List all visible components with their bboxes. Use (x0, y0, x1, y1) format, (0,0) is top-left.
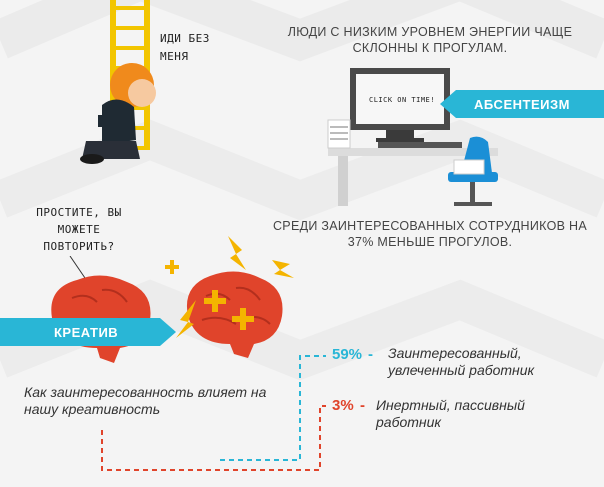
passive-percent: 3% (332, 397, 354, 414)
energized-brain-icon (165, 236, 294, 358)
absenteeism-ribbon: Абсентеизм (440, 90, 604, 118)
speech-text-creative: Простите, вы можете повторить? (36, 206, 122, 253)
passive-dash: - (360, 397, 365, 414)
office-desk-illustration (327, 68, 498, 206)
creativity-ribbon-label: Креатив (54, 324, 119, 340)
screen-text: Click on time! (368, 96, 435, 104)
creativity-question: Как заинтересованность влияет на нашу кр… (24, 384, 267, 417)
absenteeism-heading: Люди с низким уровнем энергии чаще склон… (287, 25, 573, 55)
speech-text-top: иди без меня (160, 32, 210, 63)
dashed-connectors (101, 355, 326, 471)
absenteeism-ribbon-label: Абсентеизм (474, 96, 570, 112)
creativity-ribbon: Креатив (0, 318, 176, 346)
speech-pointer (69, 256, 86, 279)
absenteeism-caption: Среди заинтересованных сотрудников на 37… (272, 219, 587, 249)
kneeling-man-illustration (80, 63, 156, 164)
engaged-dash: - (368, 346, 373, 363)
engaged-percent: 59% (332, 346, 363, 363)
engaged-label: Заинтересованный, увлеченный работник (388, 345, 535, 378)
passive-label: Инертный, пассивный работник (376, 397, 525, 430)
